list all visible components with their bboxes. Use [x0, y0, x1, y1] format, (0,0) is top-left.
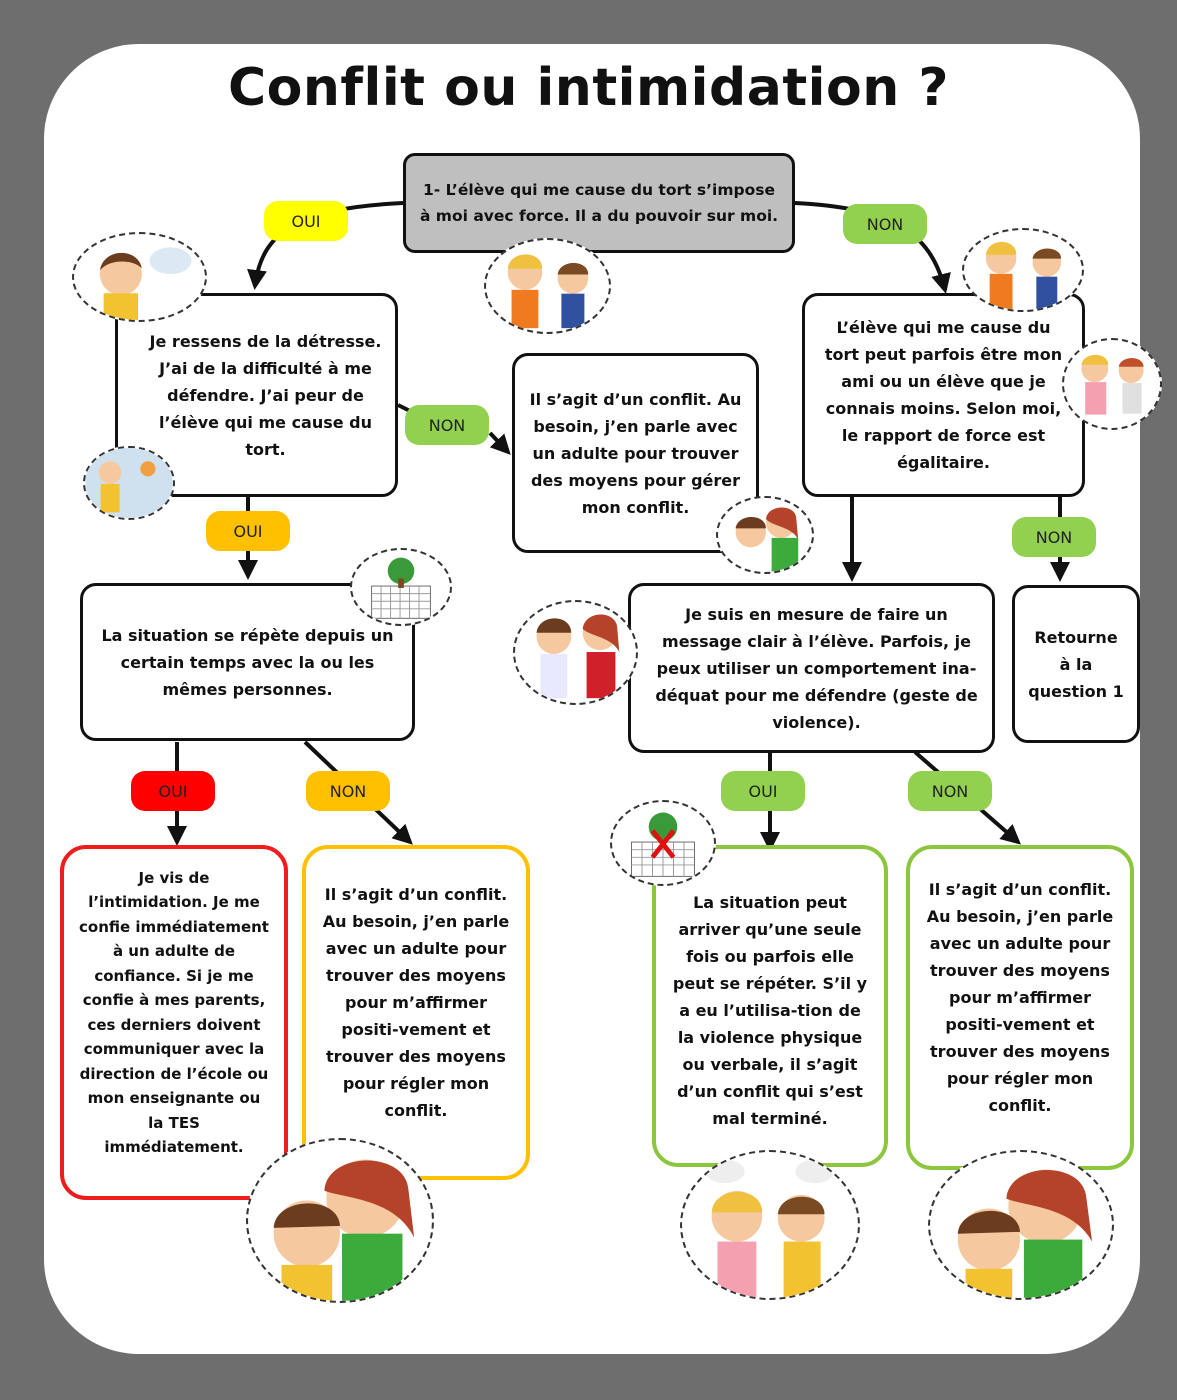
label-non-distress: NON — [405, 405, 489, 445]
question-1-box: 1- L’élève qui me cause du tort s’impose… — [403, 153, 795, 253]
conflict-mid-text: Il s’agit d’un conflit. Au besoin, j’en … — [529, 389, 742, 517]
situation-once-box: La situation peut arriver qu’une seule f… — [652, 845, 888, 1167]
arguing-children-icon — [680, 1150, 860, 1300]
distress-box: Je ressens de la détresse. J’ai de la di… — [115, 293, 398, 497]
clear-message-box: Je suis en mesure de faire un message cl… — [628, 583, 995, 753]
two-children-facing-icon — [484, 238, 611, 334]
label-non-repeat: NON — [306, 771, 390, 811]
return-q1-box: Retourne à la question 1 — [1012, 585, 1140, 743]
label-non-friend: NON — [1012, 517, 1096, 557]
label-oui-repeat: OUI — [131, 771, 215, 811]
question-1-text: 1- L’élève qui me cause du tort s’impose… — [419, 181, 779, 225]
friend-box: L’élève qui me cause du tort peut parfoi… — [802, 293, 1085, 497]
label-oui-clear: OUI — [721, 771, 805, 811]
conflict-green-text: Il s’agit d’un conflit. Au besoin, j’en … — [926, 880, 1114, 1115]
comforting-children-icon — [928, 1150, 1114, 1300]
calendar-tree-icon — [350, 548, 452, 626]
label-oui-q1: OUI — [264, 201, 348, 241]
thinking-boy-icon — [72, 232, 207, 322]
boy-alone-icon — [83, 446, 175, 520]
confronting-children-icon — [513, 600, 638, 705]
comforting-children-icon — [246, 1138, 434, 1303]
label-non-clear: NON — [908, 771, 992, 811]
sad-children-icon — [1062, 338, 1162, 430]
repeat-text: La situation se répète depuis un certain… — [101, 625, 394, 699]
return-q1-text: Retourne à la question 1 — [1028, 627, 1124, 701]
friend-text: L’élève qui me cause du tort peut parfoi… — [824, 318, 1063, 472]
label-non-q1: NON — [843, 204, 927, 244]
label-oui-distress: OUI — [206, 511, 290, 551]
intimidation-box: Je vis de l’intimidation. Je me confie i… — [60, 845, 288, 1200]
intimidation-text: Je vis de l’intimidation. Je me confie i… — [79, 868, 269, 1157]
two-children-facing-icon — [962, 228, 1084, 312]
calendar-crossed-icon — [610, 800, 716, 886]
conflict-orange-box: Il s’agit d’un conflit. Au besoin, j’en … — [302, 845, 530, 1180]
conflict-green-box: Il s’agit d’un conflit. Au besoin, j’en … — [906, 845, 1134, 1170]
situation-once-text: La situation peut arriver qu’une seule f… — [672, 892, 868, 1128]
clear-message-text: Je suis en mesure de faire un message cl… — [655, 604, 978, 732]
conflict-mid-box: Il s’agit d’un conflit. Au besoin, j’en … — [512, 353, 759, 553]
boy-girl-talking-icon — [716, 496, 814, 574]
distress-text: Je ressens de la détresse. J’ai de la di… — [149, 331, 382, 459]
conflict-orange-text: Il s’agit d’un conflit. Au besoin, j’en … — [322, 885, 510, 1120]
page-title: Conflit ou intimidation ? — [227, 58, 950, 118]
